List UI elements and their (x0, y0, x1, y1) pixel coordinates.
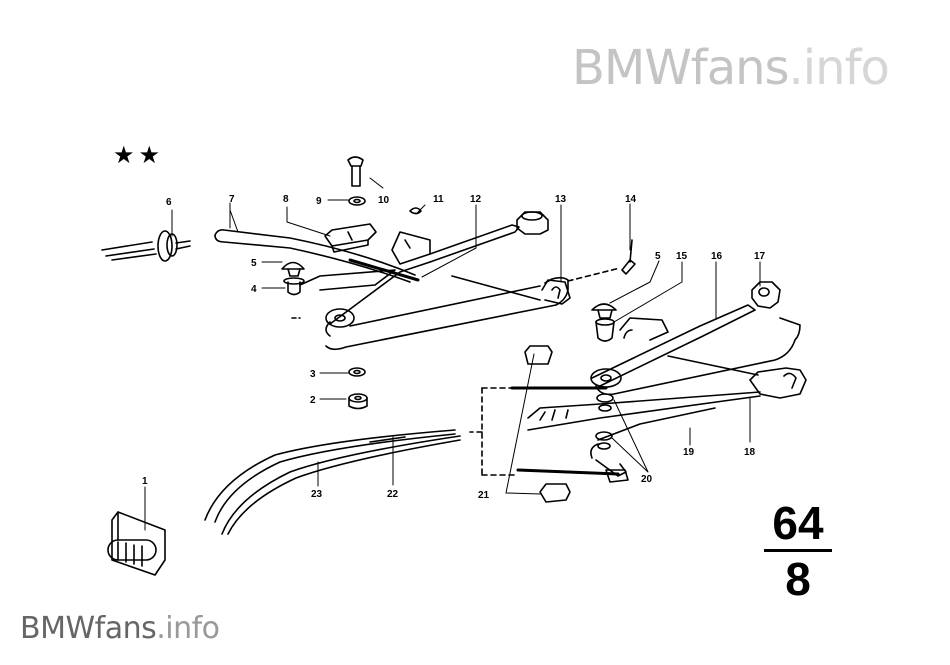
watermark-brand: BMWfans (572, 40, 790, 96)
watermark-bottom: BMWfans.info (20, 614, 220, 644)
part-12-lever (291, 224, 569, 351)
part-2-nut (348, 393, 368, 410)
part-8-bracket (324, 223, 377, 253)
part-14-screw (621, 239, 636, 275)
part-12-cap (516, 211, 549, 235)
label-2: 2 (310, 395, 316, 406)
label-1: 1 (142, 476, 148, 487)
label-15: 15 (676, 251, 688, 262)
label-3: 3 (310, 369, 316, 380)
label-14: 14 (625, 194, 637, 205)
footer-watermark-brand: BMWfans (20, 611, 157, 646)
part-3-washer (348, 367, 366, 377)
label-9: 9 (316, 196, 322, 207)
label-11: 11 (433, 194, 444, 205)
label-8: 8 (283, 194, 289, 205)
watermark-suffix: .info (788, 40, 890, 96)
part-20-washers (595, 393, 614, 450)
group-sub-number: 8 (785, 553, 811, 605)
label-23: 23 (311, 489, 323, 500)
part-16-lever (590, 304, 801, 396)
part-5-rivet-right (591, 303, 617, 319)
label-13: 13 (555, 194, 567, 205)
label-20: 20 (641, 474, 653, 485)
group-main-number: 64 (772, 497, 824, 549)
group-number: 64 8 (764, 500, 832, 602)
part-11-clip (409, 207, 422, 215)
part-1-handle (107, 511, 166, 576)
part-13-bracket (451, 275, 571, 305)
label-16: 16 (711, 251, 723, 262)
part-18-bracket (667, 355, 807, 399)
part-6-grommet (101, 230, 191, 262)
part-10-bolt (347, 156, 364, 187)
label-19: 19 (683, 447, 695, 458)
label-7: 7 (229, 194, 235, 205)
watermark-top: BMWfans.info (572, 44, 890, 92)
part-4-clip (283, 277, 305, 296)
part-7-cable (214, 229, 420, 283)
part-9-washer (348, 196, 366, 206)
footer-watermark-suffix: .info (156, 611, 220, 646)
label-17: 17 (754, 251, 766, 262)
label-10: 10 (378, 195, 390, 206)
label-18: 18 (744, 447, 756, 458)
part-5-rivet-left (281, 261, 305, 277)
part-labels: 1 2 3 4 5 5 6 7 8 9 10 11 12 13 14 15 16… (142, 194, 766, 501)
label-21: 21 (478, 490, 490, 501)
label-4: 4 (251, 284, 257, 295)
leader-lines (144, 177, 761, 531)
label-22: 22 (387, 489, 399, 500)
label-12: 12 (470, 194, 482, 205)
part-21-clips (510, 345, 620, 503)
part-22-23-cables (204, 429, 461, 535)
stars-marker: ★★ (113, 141, 165, 169)
label-6: 6 (166, 197, 172, 208)
part-15-clip (595, 318, 615, 342)
group-divider (764, 549, 832, 552)
label-5-right: 5 (655, 251, 661, 262)
part-17-cap (751, 281, 781, 309)
label-5-left: 5 (251, 258, 257, 269)
